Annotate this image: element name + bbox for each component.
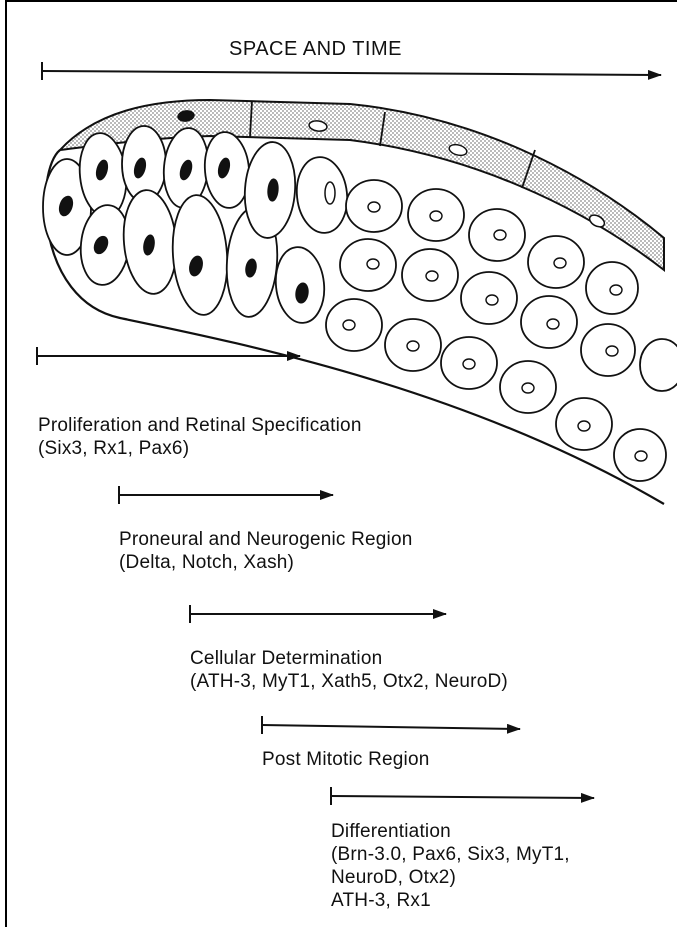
stage-4-name: Post Mitotic Region <box>262 748 429 771</box>
stage-5-genes-line-2: NeuroD, Otx2) <box>331 866 456 889</box>
stage-5-name: Differentiation <box>331 820 451 843</box>
hollow-nucleus <box>325 182 335 204</box>
stage-4-arrow <box>262 725 520 729</box>
stage-3-genes: (ATH-3, MyT1, Xath5, Otx2, NeuroD) <box>190 670 508 693</box>
space-time-arrow <box>42 71 661 75</box>
stage-5-genes-line-1: (Brn-3.0, Pax6, Six3, MyT1, <box>331 843 570 866</box>
stage-5-genes-line-3: ATH-3, Rx1 <box>331 889 431 912</box>
stage-2-genes: (Delta, Notch, Xash) <box>119 551 294 574</box>
stage-2-name: Proneural and Neurogenic Region <box>119 528 413 551</box>
diagram-title: SPACE AND TIME <box>229 38 402 61</box>
stage-3-name: Cellular Determination <box>190 647 382 670</box>
stage-1-genes: (Six3, Rx1, Pax6) <box>38 437 189 460</box>
stage-5-arrow <box>331 796 594 798</box>
stage-1-name: Proliferation and Retinal Specification <box>38 414 362 437</box>
